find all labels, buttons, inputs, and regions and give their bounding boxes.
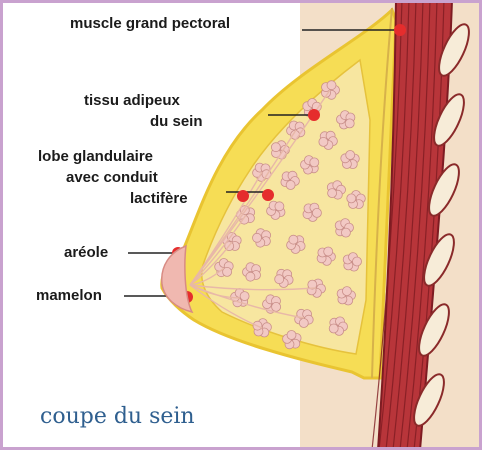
diagram-caption: coupe du sein [40, 404, 195, 429]
lobule-cell [246, 272, 255, 281]
lobule-cell [328, 189, 337, 198]
lobule-cell [353, 257, 362, 266]
lobule-cell [329, 324, 338, 333]
lobule-cell [299, 319, 308, 328]
lobule-cell [289, 235, 298, 244]
lobule-cell [287, 331, 296, 340]
lobule-cell [272, 302, 281, 311]
label-lobe-line1: lobe glandulaire [38, 148, 153, 166]
label-lobe-line3: lactifère [130, 190, 188, 208]
marker-lobe-2 [262, 189, 274, 201]
label-adipose-line2: du sein [150, 113, 203, 131]
lobule-cell [341, 228, 350, 237]
label-adipose-line1: tissu adipeux [84, 92, 180, 110]
lobule-cell [327, 81, 336, 90]
lobule-cell [342, 287, 351, 296]
label-lobe-line2: avec conduit [66, 169, 158, 187]
marker-lobe-1 [237, 190, 249, 202]
label-nipple: mamelon [36, 287, 102, 305]
lobule-cell [346, 151, 355, 160]
lobule-cell [253, 233, 262, 242]
label-muscle: muscle grand pectoral [70, 15, 230, 33]
lobule-cell [319, 137, 328, 146]
lobule-cell [240, 292, 249, 301]
label-areola: aréole [64, 244, 108, 262]
lobule-cell [347, 194, 356, 203]
lobule-cell [275, 275, 284, 284]
lobule-cell [271, 143, 280, 152]
marker-adipose [308, 109, 320, 121]
lobule-cell [324, 247, 333, 256]
lobule-cell [286, 181, 295, 190]
lobule-cell [345, 119, 354, 128]
lobule-cell [310, 158, 319, 167]
lobule-cell [275, 202, 284, 211]
lobule-cell [312, 208, 321, 217]
marker-muscle [394, 24, 406, 36]
